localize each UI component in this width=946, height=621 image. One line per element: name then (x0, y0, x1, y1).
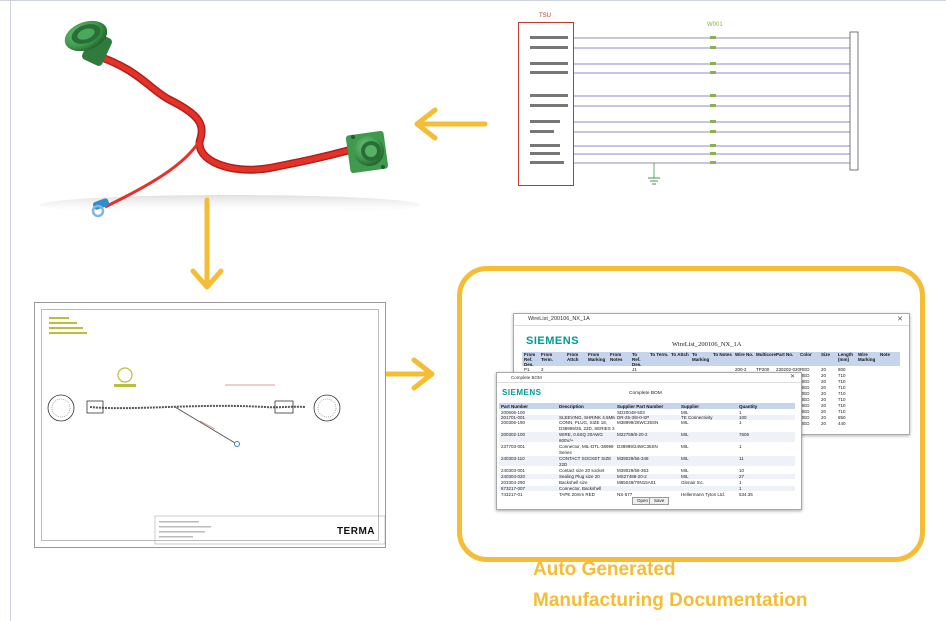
wirelist-length-column: 710 710 710 710 710 710 710 850 440 (838, 373, 846, 426)
wirelist-brand: SIEMENS (526, 335, 580, 347)
sheet-brand-logo: TERMA (336, 526, 375, 537)
close-icon[interactable]: ✕ (789, 374, 795, 380)
schematic-device-label: TSU (539, 13, 551, 19)
documentation-frame (457, 266, 925, 562)
cable-harness-3d (40, 20, 420, 218)
arrow-down-icon (190, 197, 224, 290)
wirelist-titlebar: WireList_200106_NX_1A ✕ (514, 314, 909, 326)
save-button[interactable]: Save (649, 497, 670, 505)
drawing-geometry (47, 317, 386, 545)
bom-window-title: Complete BOM (511, 375, 542, 380)
arrow-left-icon (414, 107, 488, 141)
ground-wire (104, 139, 202, 209)
caption-line-2: Manufacturing Documentation (533, 590, 808, 611)
bom-titlebar: Complete BOM ✕ (497, 373, 801, 383)
wirelist-title: WireList_200106_NX_1A (672, 341, 742, 348)
wirelist-first-row[interactable]: P1 2 J1 200-2 TP200 230202-020 RED 20 80… (524, 367, 846, 372)
bom-title: Complete BOM (629, 391, 662, 396)
bom-window[interactable]: Complete BOM ✕ SIEMENS Complete BOM Part… (496, 372, 802, 510)
schematic-device-box (518, 22, 574, 186)
wirelist-window-title: WireList_200106_NX_1A (528, 316, 590, 322)
close-icon[interactable]: ✕ (897, 316, 903, 323)
bom-header-row: Part Number Description Supplier Part Nu… (499, 403, 795, 409)
plug-connector-icon (64, 20, 112, 66)
frame-top-line (0, 0, 946, 1)
wirelist-color-column: RED RED RED RED RED RED RED RED RED (800, 373, 810, 426)
ring-terminal-icon (91, 198, 110, 218)
schematic-wires (530, 31, 859, 185)
frame-left-line (10, 0, 11, 621)
caption-line-1: Auto Generated (533, 559, 676, 580)
sheet-border (41, 309, 379, 541)
harness-drawing-sheet: TERMA (34, 302, 386, 548)
schematic-wire-label: W001 (707, 22, 723, 28)
bom-brand: SIEMENS (502, 388, 542, 397)
receptacle-connector-icon (345, 130, 389, 174)
wirelist-header-row: From Ref. Des. From Term. From Attch Fro… (522, 352, 900, 367)
ground-shadow (40, 195, 420, 215)
wirelist-size-column: 20 20 20 20 20 20 20 20 20 (821, 373, 827, 426)
